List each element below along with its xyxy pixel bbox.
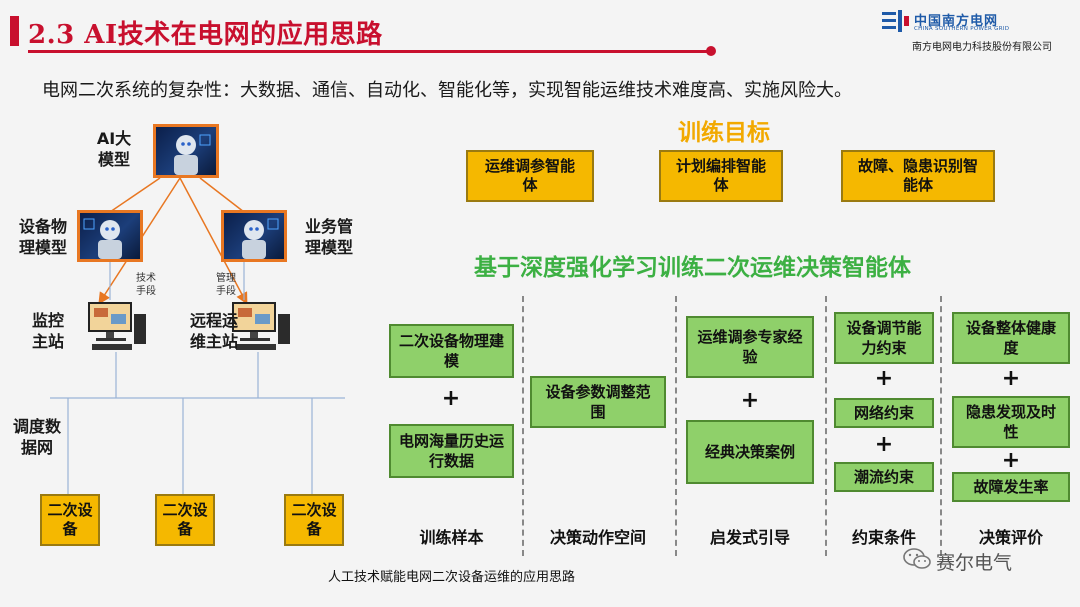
column-label-evaluation: 决策评价 [978,528,1043,547]
column-label-action-space: 决策动作空间 [549,528,646,547]
goal-box-fault-identification: 故障、隐患识别智能体 [841,150,995,202]
column-separator [675,296,677,556]
wechat-account-name: 赛尔电气 [936,552,1013,574]
plus-sign: + [874,432,894,457]
left-diagram-lines [50,177,345,494]
plus-sign: + [740,388,760,413]
action-space-box: 设备参数调整范围 [530,376,666,428]
constraint-box-powerflow: 潮流约束 [834,462,934,492]
plus-sign: + [1001,366,1021,391]
title-underline-dot [706,46,716,56]
title-underline [28,50,710,53]
column-separator [825,296,827,556]
framework-title: 基于深度强化学习训练二次运维决策智能体 [474,255,911,281]
device-model-robot-image [77,210,143,262]
heuristic-box-cases: 经典决策案例 [686,420,814,484]
secondary-device-box-1: 二次设备 [40,494,100,546]
page-title: 2.3 AI技术在电网的应用思路 [28,20,383,50]
column-label-training-samples: 训练样本 [419,528,484,547]
mgmt-means-label: 管理手段 [216,273,236,297]
tech-means-label: 技术手段 [136,273,156,297]
secondary-device-box-2: 二次设备 [155,494,215,546]
logo-text-cn: 中国南方电网 [914,14,999,29]
evaluation-box-health: 设备整体健康度 [952,312,1070,364]
figure-caption: 人工技术赋能电网二次设备运维的应用思路 [328,570,576,585]
remote-station-label: 远程运维主站 [189,311,238,351]
column-separator [940,296,942,556]
secondary-device-box-3: 二次设备 [284,494,344,546]
monitor-station-computer-icon [88,302,146,350]
training-sample-box-data: 电网海量历史运行数据 [389,424,514,478]
monitor-station-label: 监控主站 [31,311,64,351]
device-model-label: 设备物理模型 [18,217,67,257]
ai-model-robot-image [153,124,219,178]
plus-sign: + [874,366,894,391]
plus-sign: + [1001,448,1021,473]
constraint-box-device: 设备调节能力约束 [834,312,934,364]
company-name: 南方电网电力科技股份有限公司 [912,42,1052,53]
business-model-label: 业务管理模型 [304,217,353,257]
csg-logo-icon [882,10,909,32]
column-label-heuristic: 启发式引导 [709,528,790,547]
intro-text: 电网二次系统的复杂性：大数据、通信、自动化、智能化等，实现智能运维技术难度高、实… [42,80,852,101]
evaluation-box-timeliness: 隐患发现及时性 [952,396,1070,448]
heuristic-box-expert: 运维调参专家经验 [686,316,814,378]
goals-title: 训练目标 [678,120,770,146]
logo-text-en: CHINA SOUTHERN POWER GRID [914,26,1010,32]
business-model-robot-image [221,210,287,262]
constraint-box-network: 网络约束 [834,398,934,428]
wechat-icon [903,548,931,569]
title-accent-bar [10,16,19,46]
goal-box-scheduling: 计划编排智能体 [659,150,783,202]
remote-station-computer-icon [232,302,290,350]
evaluation-box-fault-rate: 故障发生率 [952,472,1070,502]
column-label-constraints: 约束条件 [851,528,916,547]
goal-box-tuning: 运维调参智能体 [466,150,594,202]
ai-model-label: AI大模型 [96,129,132,169]
plus-sign: + [441,386,461,411]
training-sample-box-modeling: 二次设备物理建模 [389,324,514,378]
dispatch-network-label: 调度数据网 [12,417,61,457]
column-separator [522,296,524,556]
